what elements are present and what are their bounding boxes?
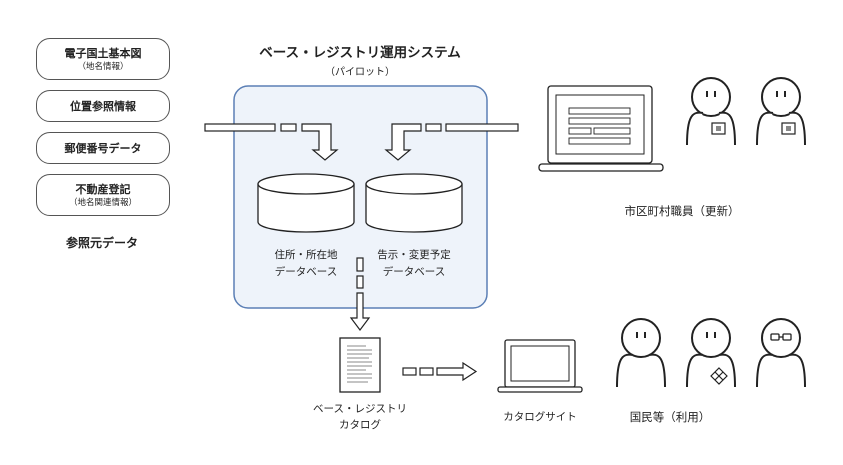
db-right-label-line1: 告示・変更予定 <box>377 249 451 261</box>
staff-laptop-icon <box>538 85 664 172</box>
database-icon-left <box>257 173 355 233</box>
db-left-label-line1: 住所・所在地 <box>274 249 338 261</box>
system-subtitle: （パイロット） <box>325 67 395 78</box>
database-icon-right <box>365 173 463 233</box>
source-main-label: 電子国土基本図 <box>64 46 142 60</box>
source-sub-label: （地名情報） <box>77 61 129 72</box>
public-label: 国民等（利用） <box>629 410 711 424</box>
staff-person-icon-2 <box>756 77 806 146</box>
staff-label: 市区町村職員（更新） <box>624 204 740 218</box>
public-person-icon-2 <box>686 318 736 388</box>
catalog-site-laptop-icon <box>497 339 583 393</box>
public-person-icon-1 <box>616 318 666 388</box>
source-box-denshi-kokudo: 電子国土基本図 （地名情報） <box>36 38 170 80</box>
catalog-label-line1: ベース・レジストリ <box>313 403 407 415</box>
source-main-label: 不動産登記 <box>75 182 131 196</box>
flow-sources-to-left-db <box>204 123 339 161</box>
catalog-site-label: カタログサイト <box>503 411 577 423</box>
sources-caption: 参照元データ <box>65 236 138 250</box>
catalog-document-icon <box>339 337 381 393</box>
source-main-label: 郵便番号データ <box>64 141 142 155</box>
source-box-yubin: 郵便番号データ <box>36 132 170 164</box>
tie-icon <box>710 367 728 385</box>
db-left-label-line2: データベース <box>274 266 338 278</box>
flow-catalog-to-site <box>402 361 478 382</box>
public-person-icon-3 <box>756 318 806 388</box>
db-right-label-line2: データベース <box>382 266 446 278</box>
source-box-ichi-sansho: 位置参照情報 <box>36 90 170 122</box>
source-box-fudosan: 不動産登記 （地名関連情報） <box>36 174 170 216</box>
system-title: ベース・レジストリ運用システム <box>259 45 461 61</box>
flow-db-to-catalog <box>349 257 371 331</box>
staff-person-icon-1 <box>686 77 736 146</box>
source-sub-label: （地名関連情報） <box>68 197 137 208</box>
flow-staff-to-right-db <box>384 123 519 161</box>
glasses-icon <box>770 333 792 341</box>
source-main-label: 位置参照情報 <box>70 99 136 113</box>
catalog-label-line2: カタログ <box>339 419 381 431</box>
